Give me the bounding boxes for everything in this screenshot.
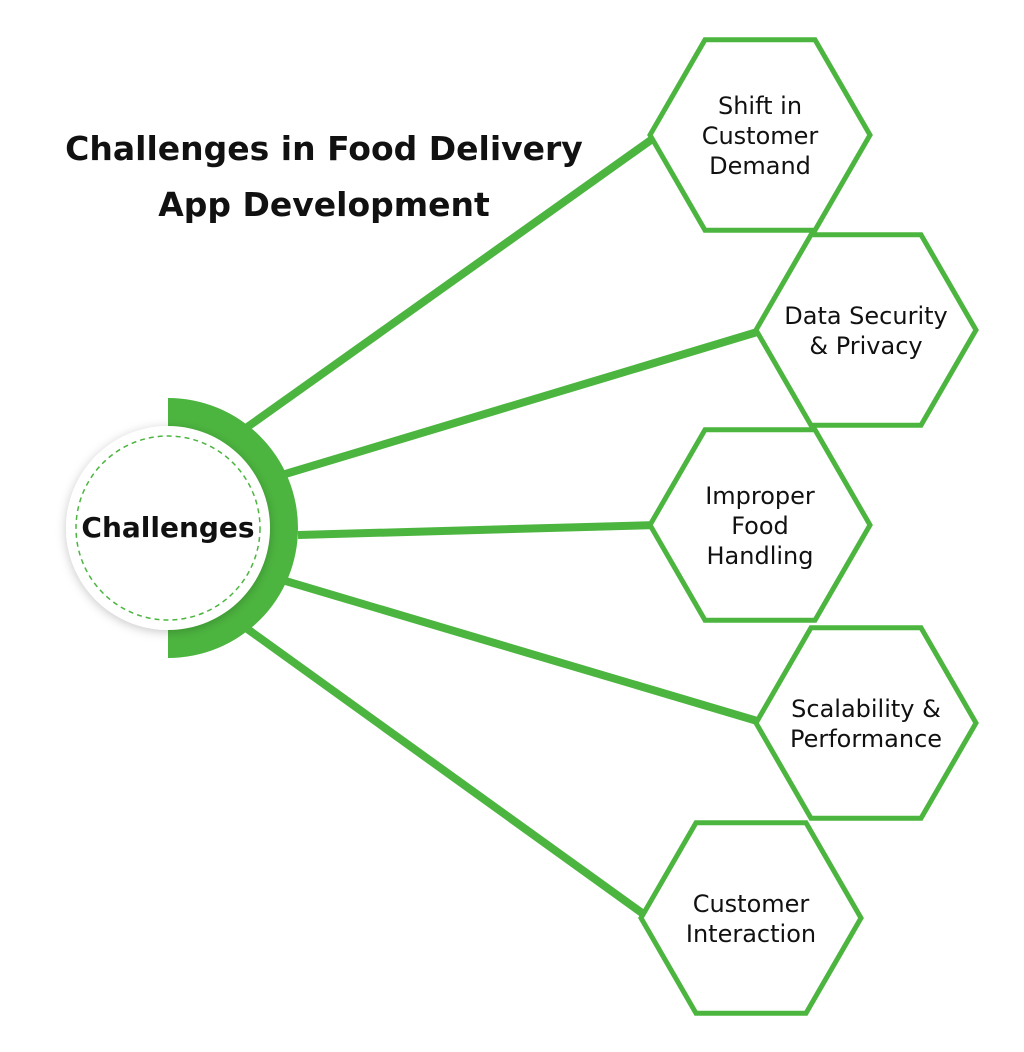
- challenge-label-1-line-2: Customer: [702, 122, 819, 150]
- connector-line-5: [243, 624, 652, 922]
- connector-line-2: [260, 326, 766, 485]
- challenge-label-3-line-3: Handling: [707, 542, 814, 570]
- hub-circle: [66, 426, 270, 630]
- challenge-node-4: Scalability &Performance: [753, 625, 979, 821]
- challenge-label-4-line-2: Performance: [790, 725, 942, 753]
- challenge-hexagon-5: [638, 820, 864, 1016]
- challenge-label-1-line-3: Demand: [709, 152, 811, 180]
- challenge-hexagon-4: [753, 625, 979, 821]
- challenge-label-2-line-1: Data Security: [784, 302, 948, 330]
- challenge-label-5-line-2: Interaction: [686, 920, 816, 948]
- challenge-label-3-line-2: Food: [731, 512, 789, 540]
- challenges-hub: Challenges: [66, 398, 298, 658]
- connector-line-3: [297, 521, 659, 539]
- challenge-label-1-line-1: Shift in: [718, 92, 802, 120]
- title-line-2: App Development: [158, 185, 490, 224]
- connector-line-4: [260, 570, 766, 727]
- challenge-hexagon-3: [647, 427, 873, 623]
- challenge-label-5-line-1: Customer: [693, 890, 810, 918]
- title-line-1: Challenges in Food Delivery: [65, 129, 583, 168]
- challenge-hexagon-1: [647, 37, 873, 233]
- challenge-hexagon-2: [753, 232, 979, 428]
- hub-arc: [168, 398, 298, 658]
- diagram-title: Challenges in Food Delivery App Developm…: [65, 129, 583, 224]
- challenge-label-4-line-1: Scalability &: [791, 695, 941, 723]
- challenge-label-3-line-1: Improper: [705, 482, 815, 510]
- hub-label: Challenges: [81, 511, 254, 544]
- challenge-node-2: Data Security& Privacy: [753, 232, 979, 428]
- hub-dashed-ring: [75, 435, 261, 621]
- connector-lines: [243, 131, 766, 922]
- connector-line-1: [243, 131, 661, 432]
- challenge-label-2-line-2: & Privacy: [809, 332, 922, 360]
